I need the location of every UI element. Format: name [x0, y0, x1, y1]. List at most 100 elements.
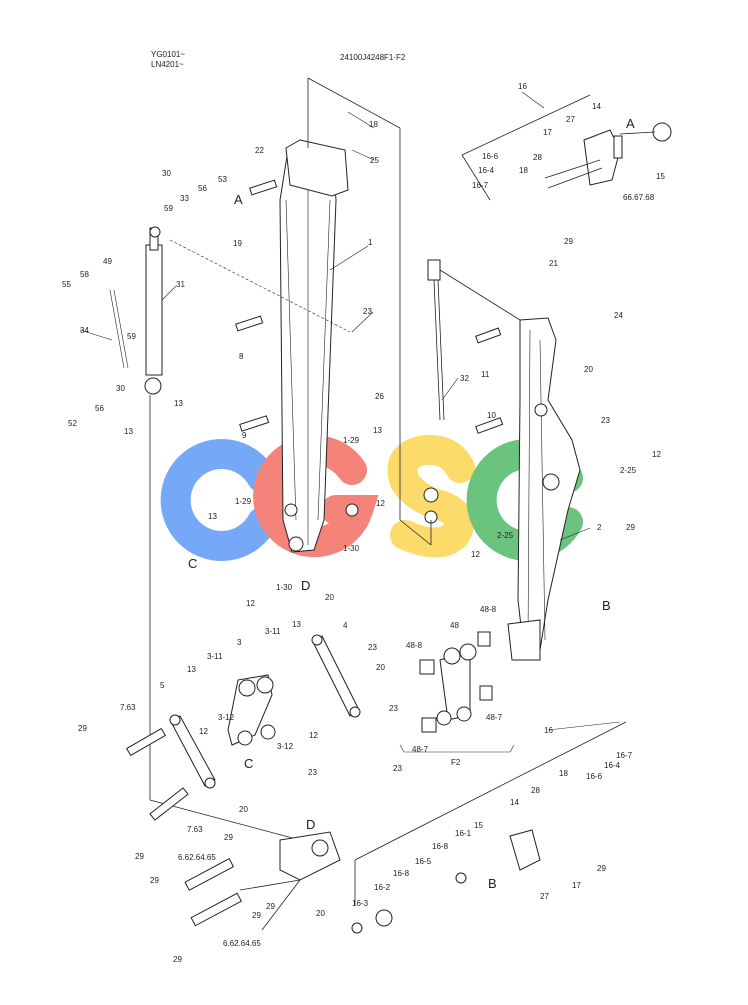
label-p48-8a: 48-8: [480, 605, 497, 614]
label-p8: 8: [239, 352, 244, 361]
watermark-letter-s: [387, 434, 475, 558]
label-p2: 2: [597, 523, 602, 532]
label-p29-top: 29: [564, 237, 573, 246]
label-p59b: 59: [127, 332, 136, 341]
label-p28-top: 28: [533, 153, 542, 162]
label-p21: 21: [549, 259, 558, 268]
label-p66-top: 66.67.68: [623, 193, 655, 202]
drawing-number: 24100J4248F1·F2: [340, 53, 406, 62]
bottom-bracket: [239, 721, 627, 934]
label-p22: 22: [255, 146, 264, 155]
arm-bucket-end-b: [507, 619, 541, 661]
label-p26: 26: [375, 392, 384, 401]
part-labels: 16 14 27 17 28 18 16-6 16-4 16-7 15 66.6…: [62, 82, 665, 964]
label-p12d: 12: [471, 550, 480, 559]
label-p16-6-top: 16-6: [482, 152, 499, 161]
label-p2-25b: 2-25: [497, 531, 514, 540]
callout-c-boom: C: [188, 556, 197, 571]
label-p13f: 13: [187, 665, 196, 674]
boom-cylinder: [109, 226, 301, 841]
label-p29e: 29: [224, 833, 233, 842]
label-p5: 5: [160, 681, 165, 690]
boom-assembly: [169, 77, 401, 553]
label-p1-29b: 1-29: [235, 497, 252, 506]
label-p14-bot: 14: [510, 798, 519, 807]
arm-assembly: [439, 269, 581, 661]
label-p12a: 12: [376, 499, 385, 508]
label-p13e: 13: [292, 620, 301, 629]
label-p7-63b: 7.63: [187, 825, 203, 834]
label-p29f: 29: [150, 876, 159, 885]
label-p30a: 30: [162, 169, 171, 178]
boom-foot-pin-hole: [288, 536, 304, 552]
label-p25: 25: [370, 156, 379, 165]
label-p48-7b: 48-7: [412, 745, 429, 754]
label-p17-bot: 17: [572, 881, 581, 890]
label-p16-6-bot: 16-6: [586, 772, 603, 781]
label-p29g: 29: [252, 911, 261, 920]
label-p23a: 23: [363, 307, 372, 316]
label-p13d: 13: [124, 427, 133, 436]
label-p6b: 6.62.64.65: [223, 939, 261, 948]
label-p20b: 20: [325, 593, 334, 602]
label-p16-3: 16-3: [352, 899, 369, 908]
label-p30b: 30: [116, 384, 125, 393]
label-p16-1: 16-1: [455, 829, 472, 838]
serial-line-2: LN4201~: [151, 60, 184, 69]
label-p27-top: 27: [566, 115, 575, 124]
label-p16-bot: 16: [544, 726, 553, 735]
callout-a-right: A: [626, 116, 635, 131]
boom-pin-hole-c: [284, 503, 298, 517]
label-p1-30b: 1-30: [276, 583, 293, 592]
label-p29c: 29: [78, 724, 87, 733]
label-p4: 4: [343, 621, 348, 630]
label-p29h: 29: [266, 902, 275, 911]
label-p58: 58: [80, 270, 89, 279]
label-p7-63a: 7.63: [120, 703, 136, 712]
callout-c-link: C: [244, 756, 253, 771]
label-p23f: 23: [393, 764, 402, 773]
label-p12f: 12: [309, 731, 318, 740]
label-p20a: 20: [584, 365, 593, 374]
hose-assembly-a: [461, 94, 672, 201]
label-p3-12b: 3-12: [277, 742, 294, 751]
label-p6a: 6.62.64.65: [178, 853, 216, 862]
label-p27-bot: 27: [540, 892, 549, 901]
label-p12e: 12: [199, 727, 208, 736]
label-p29d: 29: [135, 852, 144, 861]
label-p15-bot: 15: [474, 821, 483, 830]
label-p14-top: 14: [592, 102, 601, 111]
arm-cylinder: [399, 259, 445, 546]
link-3: [227, 674, 276, 746]
label-p3: 3: [237, 638, 242, 647]
label-p53: 53: [218, 175, 227, 184]
label-p55: 55: [62, 280, 71, 289]
label-p9: 9: [242, 431, 247, 440]
label-p1-29a: 1-29: [343, 436, 360, 445]
leader-lines: [79, 91, 621, 731]
label-p16-top: 16: [518, 82, 527, 91]
label-p29b: 29: [626, 523, 635, 532]
label-p12b: 12: [246, 599, 255, 608]
callout-d-bracket: D: [306, 817, 315, 832]
link-5: [169, 714, 216, 789]
label-p24: 24: [614, 311, 623, 320]
label-p13b: 13: [208, 512, 217, 521]
label-p16-5: 16-5: [415, 857, 432, 866]
label-p48-8b: 48-8: [406, 641, 423, 650]
label-p31: 31: [176, 280, 185, 289]
label-p23c: 23: [368, 643, 377, 652]
label-p20e: 20: [316, 909, 325, 918]
label-p20c: 20: [376, 663, 385, 672]
label-p34: 34: [80, 326, 89, 335]
callout-b-bottom: B: [488, 876, 497, 891]
label-p33: 33: [180, 194, 189, 203]
label-p16-4-bot: 16-4: [604, 761, 621, 770]
label-p32: 32: [460, 374, 469, 383]
label-p59a: 59: [164, 204, 173, 213]
label-p16-4-top: 16-4: [478, 166, 495, 175]
label-p56b: 56: [95, 404, 104, 413]
label-p56a: 56: [198, 184, 207, 193]
